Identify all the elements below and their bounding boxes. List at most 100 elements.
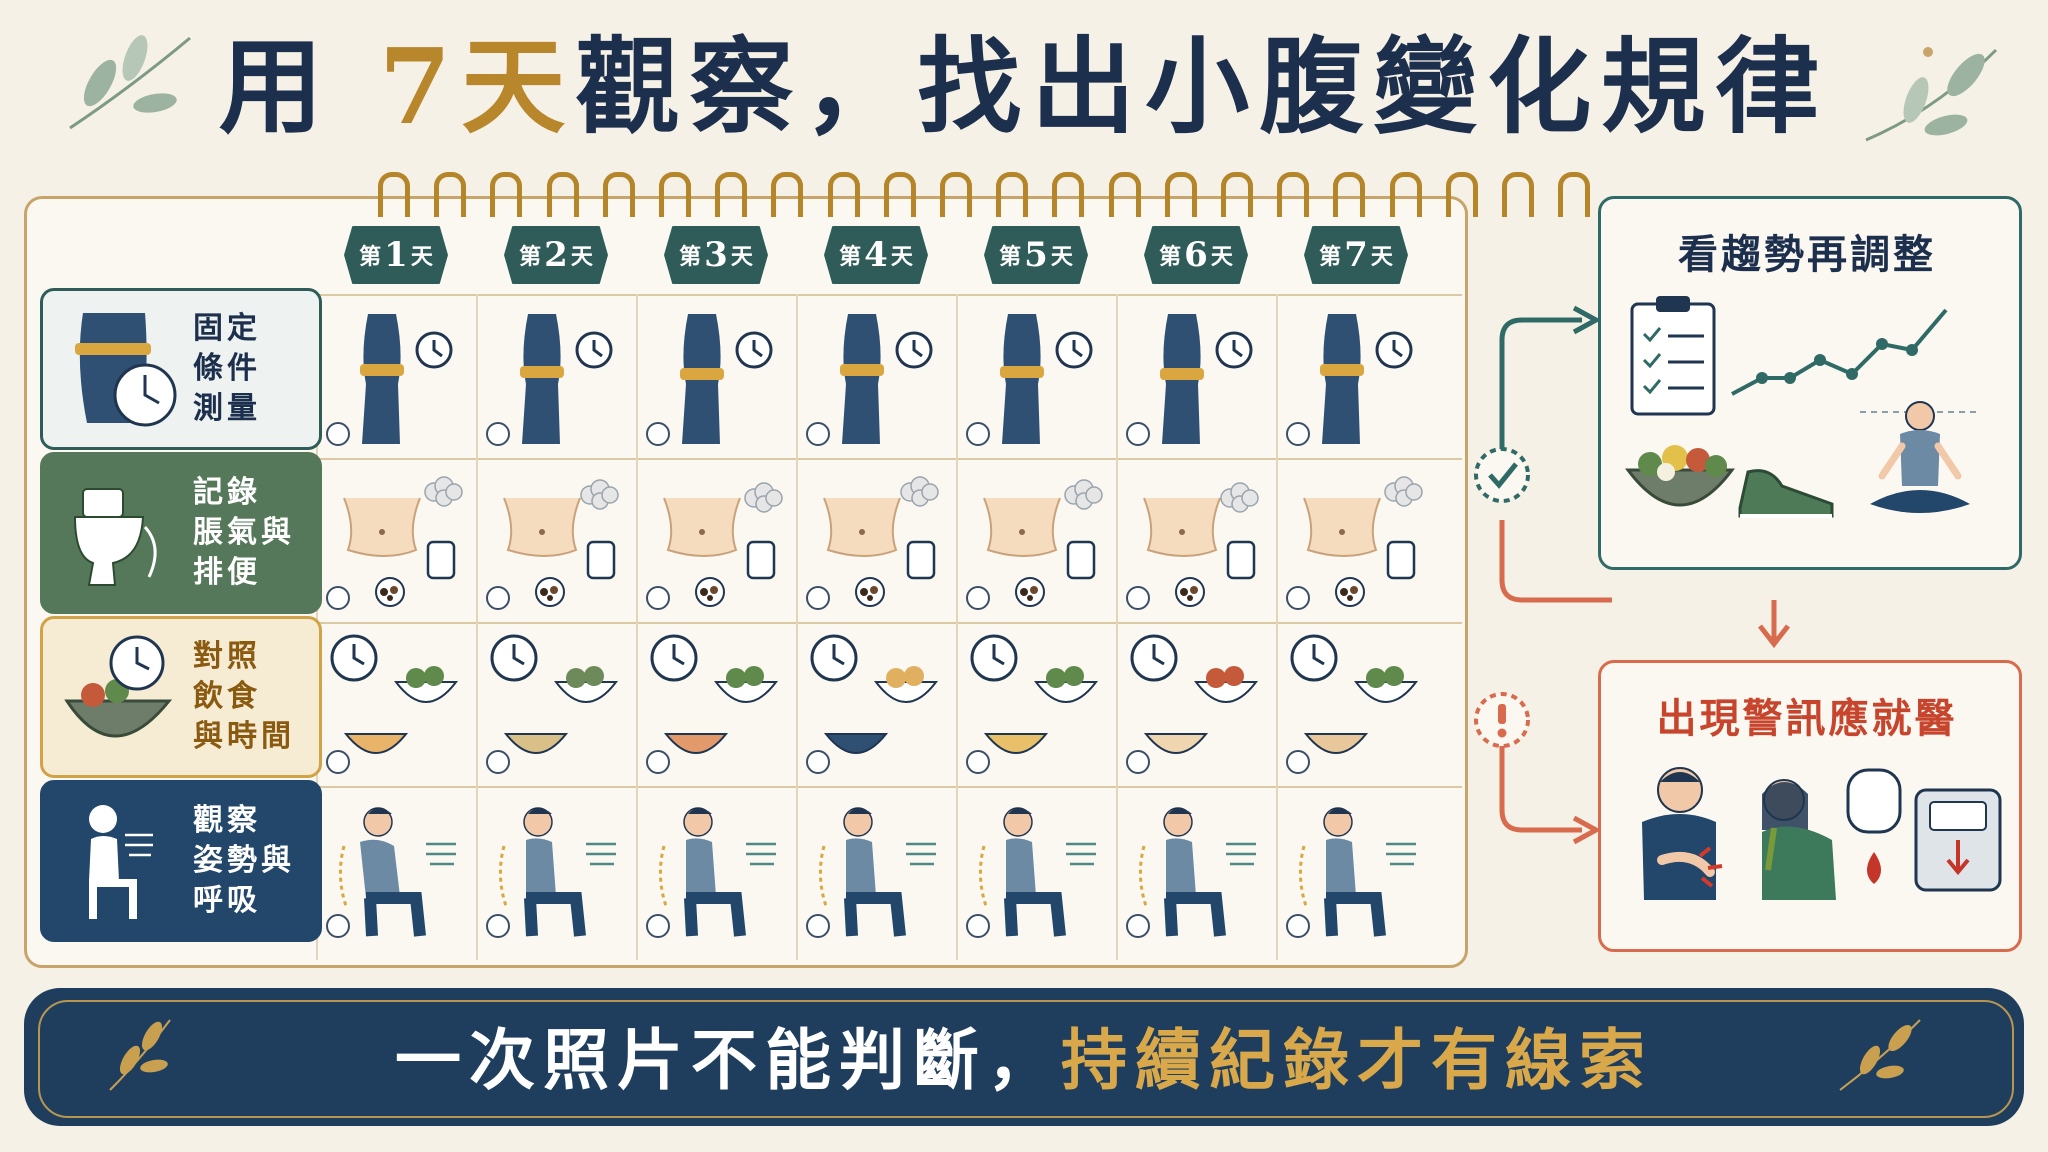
binder-ring-icon [883, 172, 916, 217]
waist-measure-icon [520, 314, 613, 444]
day-check-circle[interactable] [806, 750, 830, 774]
day-check-circle[interactable] [1286, 914, 1310, 938]
row-label-1: 固定 條件 測量 [40, 288, 322, 450]
row-label-text: 對照 飲食 與時間 [193, 639, 295, 754]
row-label-4: 觀察 姿勢與 呼吸 [40, 780, 322, 942]
day-check-circle[interactable] [806, 914, 830, 938]
bloating-stool-icon [983, 479, 1103, 607]
title-highlight: 7天 [378, 25, 576, 148]
waist-measure-icon [840, 314, 933, 444]
day-badge-suffix: 天 [570, 244, 593, 270]
day-check-circle[interactable] [966, 586, 990, 610]
toilet-icon [73, 488, 157, 586]
posture-breathing-icon [1299, 807, 1416, 937]
day-check-circle[interactable] [966, 750, 990, 774]
posture-breathing-icon [659, 807, 776, 937]
binder-ring-icon [1333, 172, 1366, 217]
trend-line-icon [1731, 308, 1948, 396]
day-check-circle[interactable] [1126, 750, 1150, 774]
posture-breathing-icon [1139, 807, 1256, 937]
warning-icon [1498, 704, 1506, 724]
meditating-person-icon [1870, 401, 1970, 513]
day-check-circle[interactable] [326, 422, 350, 446]
day-check-circle[interactable] [806, 422, 830, 446]
day-check-circle[interactable] [806, 586, 830, 610]
day-check-circle[interactable] [1126, 422, 1150, 446]
binder-ring-icon [434, 172, 467, 217]
day-badge-prefix: 第 [1159, 244, 1182, 270]
day-check-circle[interactable] [966, 422, 990, 446]
abdominal-pain-icon [1642, 767, 1723, 900]
bloating-stool-icon [343, 476, 463, 607]
grid-col-line [796, 294, 798, 960]
waist-measure-icon [680, 314, 773, 444]
day-check-circle[interactable] [1286, 422, 1310, 446]
day-check-circle[interactable] [326, 914, 350, 938]
posture-breathing-icon [819, 807, 936, 937]
day-badge-suffix: 天 [730, 244, 753, 270]
flow-connector [1474, 305, 1612, 845]
day-check-circle[interactable] [486, 750, 510, 774]
posture-breathing-icon [979, 807, 1096, 937]
grid-col-line [1276, 294, 1278, 960]
day-check-circle[interactable] [326, 586, 350, 610]
day-check-circle[interactable] [966, 914, 990, 938]
leaf-decoration-icon [1865, 47, 1998, 142]
day-badge-prefix: 第 [999, 244, 1022, 270]
day-check-circle[interactable] [646, 422, 670, 446]
binder-ring-icon [1108, 172, 1141, 217]
day-check-circle[interactable] [1126, 914, 1150, 938]
day-badge-num: 2 [544, 235, 568, 275]
day-badge-suffix: 天 [1210, 244, 1233, 270]
binder-ring-icon [1052, 172, 1085, 217]
posture-breathing-icon [339, 807, 456, 937]
day-check-circle[interactable] [1286, 586, 1310, 610]
row-label-text: 觀察 姿勢與 呼吸 [193, 803, 295, 918]
day-badge-prefix: 第 [359, 244, 382, 270]
nausea-icon [1762, 779, 1836, 900]
blood-drop-icon [1846, 768, 1902, 884]
day-badge-num: 6 [1184, 235, 1208, 275]
waist-measure-icon [1320, 314, 1413, 444]
bloating-stool-icon [823, 476, 939, 607]
day-check-circle[interactable] [646, 750, 670, 774]
bloating-stool-icon [1303, 476, 1423, 607]
day-badge-suffix: 天 [1050, 244, 1073, 270]
day-check-circle[interactable] [1286, 750, 1310, 774]
leaf-decoration-icon [1839, 1019, 1921, 1091]
down-arrow-icon [1758, 600, 1790, 649]
day-check-circle[interactable] [486, 422, 510, 446]
day-check-circle[interactable] [646, 586, 670, 610]
binder-ring-icon [1221, 172, 1253, 217]
row-label-3: 對照 飲食 與時間 [40, 616, 322, 778]
trend-illustration [1625, 296, 1980, 518]
day-badge-suffix: 天 [1370, 244, 1393, 270]
banner-part1: 一次照片不能判斷， [395, 1021, 1061, 1099]
day-check-circle[interactable] [646, 914, 670, 938]
meal-time-icon [1130, 634, 1259, 754]
waist-measure-icon [1160, 314, 1253, 444]
warning-panel-title: 出現警訊應就醫 [1656, 695, 1958, 742]
binder-ring-icon [1389, 172, 1422, 217]
meal-time-icon [490, 634, 619, 754]
meal-time-icon [650, 634, 779, 754]
clipboard-icon [1630, 296, 1716, 416]
seated-breathing-icon [89, 805, 153, 919]
day-badge-prefix: 第 [1319, 244, 1342, 270]
binder-ring-icon [378, 172, 410, 217]
day-check-circle[interactable] [486, 586, 510, 610]
day-badge-num: 4 [864, 235, 888, 275]
day-check-circle[interactable] [1126, 586, 1150, 610]
grid-row-line [316, 294, 1462, 296]
banner-message: 一次照片不能判斷，持續紀錄才有線索 [0, 1018, 2048, 1102]
binder-ring-icon [996, 172, 1029, 217]
day-check-circle[interactable] [326, 750, 350, 774]
meal-time-icon [970, 634, 1099, 754]
day-check-circle[interactable] [486, 914, 510, 938]
grid-col-line [956, 294, 958, 960]
